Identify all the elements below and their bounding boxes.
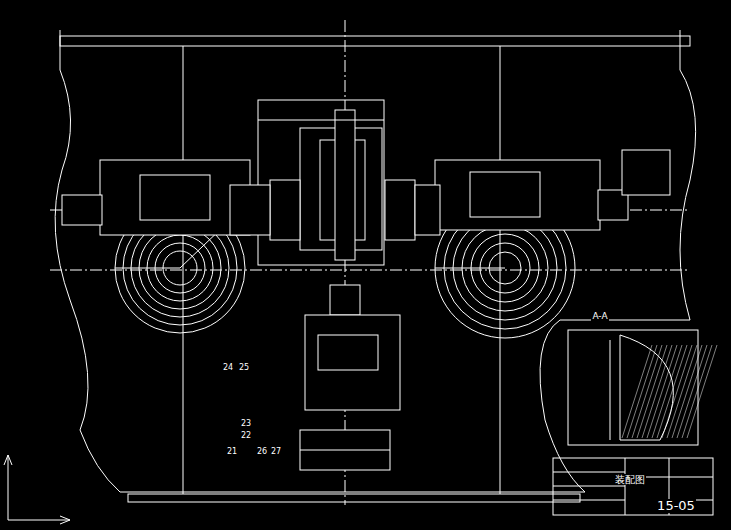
callout-number: 27 [270,448,282,457]
frame-line [183,46,184,494]
left-reducer [62,160,270,235]
hatch-line [657,345,687,438]
leader-line [435,268,505,269]
coupling [385,180,415,240]
drawing-number: 15-05 [656,499,696,513]
shaft [335,110,355,260]
title-block [553,500,625,501]
frame [50,20,696,505]
shaft-end [62,195,102,225]
reducer-body [435,160,600,230]
hatch-line [667,345,697,438]
coupling [270,180,300,240]
callout-number: 22 [240,432,252,441]
reducer-body [100,160,250,235]
hatch-line [622,345,652,438]
hatch-line [632,345,662,438]
title-text: 装配图 [614,474,646,485]
base-coupling [300,430,390,470]
ucs-icon [4,455,70,524]
hatch-line [637,345,667,438]
hatch-line [687,345,717,438]
title-frame [553,458,713,515]
section-outline [610,335,673,440]
hatch-line [652,345,682,438]
title-block [553,486,625,487]
hatch-line [647,345,677,438]
brake-box [622,150,670,195]
coupling [230,185,270,235]
hatch-line [677,345,707,438]
callout-number: 26 [256,448,268,457]
title-block [625,458,626,515]
part-line [300,450,390,451]
coupling [415,185,440,235]
hatch-line [672,345,702,438]
callout-number: 21 [226,448,238,457]
reducer-cover [140,175,210,220]
bottom-rail [128,494,580,502]
gearbox [258,100,415,265]
ucs-icon [4,455,70,524]
callout-number: 24 [222,364,234,373]
title-block [553,472,625,473]
break-line [55,30,696,492]
motor-body [305,315,400,410]
dimension-line [258,120,384,121]
motor [300,285,400,470]
hatch-line [662,345,692,438]
detail-frame [568,330,698,445]
section-detail [568,330,717,445]
section-label: A-A [591,312,608,322]
title-block [553,458,713,515]
motor-shaft [330,285,360,315]
reducer-cover [470,172,540,217]
hatch-line [642,345,672,438]
terminal-box [318,335,378,370]
callout-number: 23 [240,420,252,429]
center-line [50,270,690,271]
callout-number: 25 [238,364,250,373]
hatch-line [627,345,657,438]
hatch-line [682,345,712,438]
top-rail [60,36,690,46]
right-reducer [415,150,670,235]
gearbox-casing [258,100,384,265]
